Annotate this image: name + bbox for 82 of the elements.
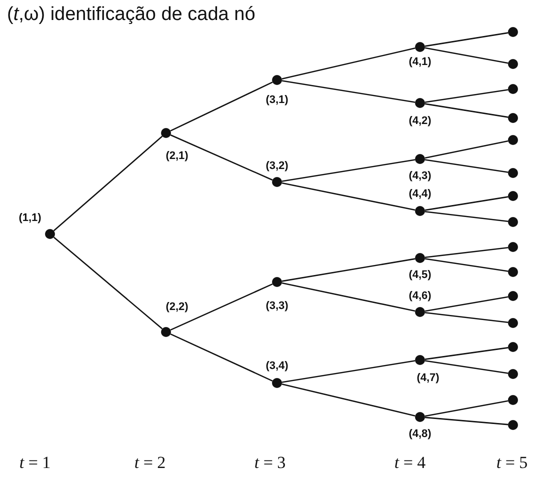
tree-branch-line bbox=[170, 82, 273, 132]
tree-branch-line bbox=[424, 47, 508, 64]
tree-node-dot bbox=[161, 327, 171, 337]
tree-branch-line bbox=[53, 236, 163, 330]
tree-node-dot bbox=[45, 229, 55, 239]
tree-branch-line bbox=[424, 159, 508, 173]
tree-branch-line bbox=[282, 48, 416, 80]
node-label: (3,4) bbox=[266, 360, 288, 372]
tree-node-dot bbox=[415, 206, 425, 216]
tree-branch-line bbox=[282, 258, 416, 282]
tree-branch-line bbox=[282, 282, 416, 312]
tree-node-dot bbox=[508, 395, 518, 405]
tree-branch-line bbox=[282, 182, 416, 211]
tree-node-dot bbox=[272, 177, 282, 187]
tree-branch-line bbox=[424, 258, 508, 272]
time-stage-label: t = 1 bbox=[19, 453, 51, 473]
node-label: (2,1) bbox=[166, 150, 188, 162]
tree-branch-line bbox=[424, 312, 508, 324]
tree-node-dot bbox=[415, 154, 425, 164]
tree-node-dot bbox=[508, 291, 518, 301]
tree-branch-line bbox=[424, 32, 508, 47]
time-stage-label: t = 4 bbox=[394, 453, 426, 473]
tree-branch-line bbox=[53, 136, 163, 232]
tree-node-dot bbox=[415, 253, 425, 263]
tree-node-dot bbox=[415, 98, 425, 108]
time-stage-label: t = 3 bbox=[254, 453, 286, 473]
tree-branch-line bbox=[424, 347, 508, 360]
diagram-title: (t,ω) identificação de cada nó bbox=[7, 4, 256, 26]
tree-branch-line bbox=[424, 416, 508, 426]
tree-branch-line bbox=[424, 89, 508, 103]
tree-node-dot bbox=[508, 420, 518, 430]
tree-node-dot bbox=[508, 342, 518, 352]
tree-branch-line bbox=[424, 296, 508, 312]
tree-branch-line bbox=[424, 103, 508, 118]
tree-branch-line bbox=[424, 400, 508, 417]
time-stage-label: t = 5 bbox=[496, 453, 528, 473]
tree-node-dot bbox=[508, 84, 518, 94]
tree-branch-line bbox=[282, 159, 416, 182]
tree-node-dot bbox=[415, 42, 425, 52]
tree-branch-line bbox=[424, 210, 508, 222]
tree-node-dot bbox=[508, 191, 518, 201]
tree-node-dot bbox=[415, 355, 425, 365]
node-label: (4,2) bbox=[408, 115, 432, 127]
tree-node-dot bbox=[272, 277, 282, 287]
tree-node-dot bbox=[415, 307, 425, 317]
tree-branch-line bbox=[170, 283, 273, 331]
node-label: (4,1) bbox=[408, 56, 432, 68]
tree-node-dot bbox=[272, 378, 282, 388]
tree-node-dot bbox=[508, 113, 518, 123]
node-label: (4,7) bbox=[416, 372, 440, 384]
tree-branch-line bbox=[424, 140, 508, 159]
tree-node-dot bbox=[508, 168, 518, 178]
node-label: (1,1) bbox=[18, 212, 42, 224]
tree-node-dot bbox=[508, 242, 518, 252]
node-label: (4,4) bbox=[408, 188, 432, 200]
tree-branch-line bbox=[170, 334, 273, 382]
node-label: (4,8) bbox=[408, 428, 432, 440]
tree-node-dot bbox=[508, 369, 518, 379]
node-label: (4,6) bbox=[408, 290, 432, 302]
tree-branch-line bbox=[424, 196, 508, 211]
node-label: (3,3) bbox=[266, 300, 288, 312]
tree-node-dot bbox=[508, 217, 518, 227]
tree-node-dot bbox=[508, 27, 518, 37]
tree-node-dot bbox=[161, 128, 171, 138]
tree-node-dot bbox=[508, 59, 518, 69]
tree-node-dot bbox=[508, 267, 518, 277]
node-label: (3,1) bbox=[266, 94, 288, 106]
tree-branch-line bbox=[282, 360, 416, 383]
node-label: (3,2) bbox=[266, 160, 288, 172]
tree-node-dot bbox=[508, 318, 518, 328]
node-label: (2,2) bbox=[166, 301, 188, 313]
tree-branch-line bbox=[424, 360, 508, 374]
tree-branch-line bbox=[170, 134, 273, 181]
node-label: (4,3) bbox=[408, 170, 432, 182]
tree-node-dot bbox=[272, 75, 282, 85]
tree-node-dot bbox=[508, 135, 518, 145]
time-stage-label: t = 2 bbox=[134, 453, 166, 473]
tree-branch-line bbox=[424, 246, 508, 258]
tree-node-dot bbox=[415, 412, 425, 422]
tree-branch-line bbox=[282, 384, 416, 416]
tree-branch-line bbox=[282, 80, 416, 103]
node-label: (4,5) bbox=[408, 269, 432, 281]
